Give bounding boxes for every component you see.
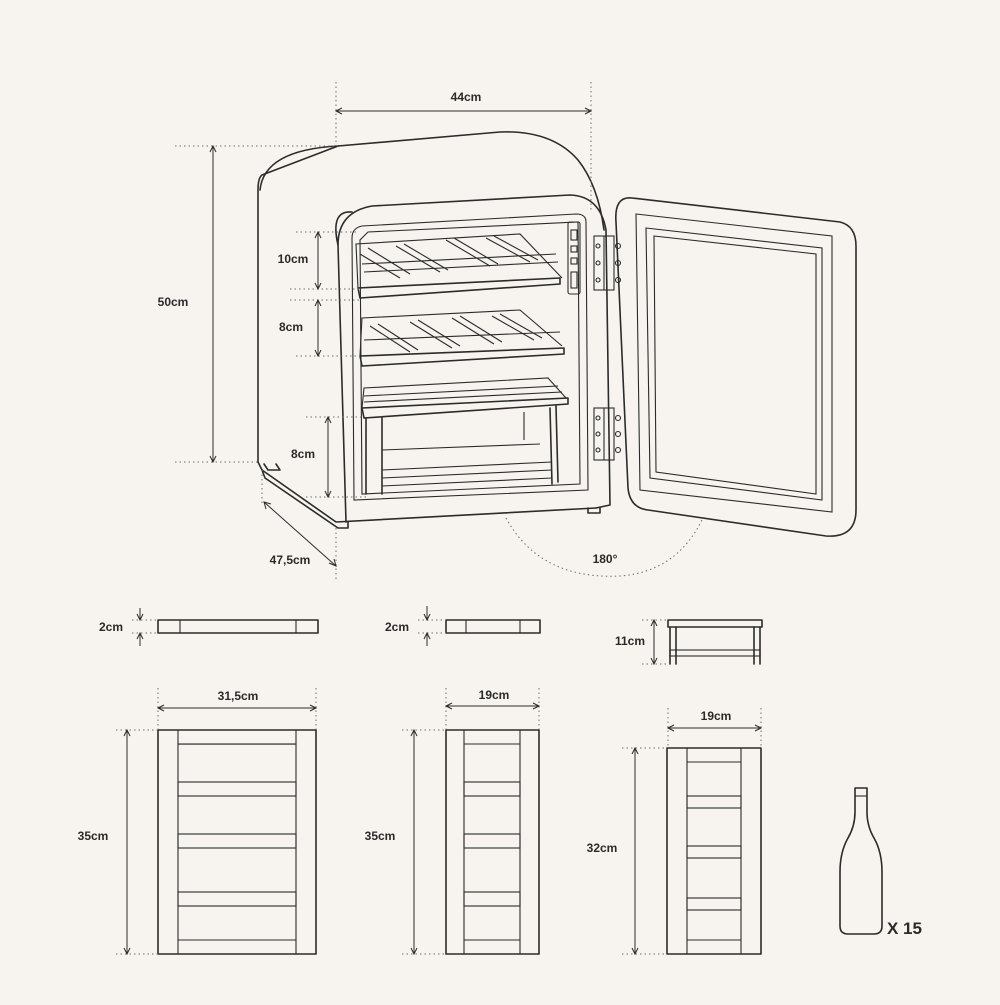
bottle-capacity: X 15 bbox=[840, 788, 922, 938]
width-label: 44cm bbox=[451, 90, 482, 104]
shelf-1-thickness-label: 2cm bbox=[99, 620, 123, 634]
shelf-lower bbox=[362, 378, 568, 418]
shelf-detail-2: 2cm 19cm 35cm bbox=[365, 606, 540, 954]
shelf-gap-top-label: 10cm bbox=[278, 252, 309, 266]
height-label: 50cm bbox=[158, 295, 189, 309]
shelf-3-length-label: 32cm bbox=[587, 841, 618, 855]
door-angle-label: 180° bbox=[593, 552, 618, 566]
door bbox=[616, 198, 856, 536]
width-dimension: 44cm bbox=[336, 82, 591, 210]
shelf-1-width-label: 31,5cm bbox=[218, 689, 259, 703]
wine-bottle-icon bbox=[840, 788, 882, 934]
cabinet bbox=[258, 132, 621, 528]
shelf-3-height-label: 11cm bbox=[615, 634, 645, 648]
shelf-1-length-label: 35cm bbox=[78, 829, 109, 843]
shelf-detail-3: 11cm 19cm 32cm bbox=[587, 620, 762, 954]
capacity-label: X 15 bbox=[887, 919, 922, 938]
depth-label: 47,5cm bbox=[270, 553, 311, 567]
depth-dimension: 47,5cm bbox=[262, 470, 336, 580]
shelf-2-thickness-label: 2cm bbox=[385, 620, 409, 634]
shelf-2-width-label: 19cm bbox=[479, 688, 510, 702]
hinge-bottom bbox=[594, 408, 621, 460]
shelf-detail-1: 2cm 31,5cm 35cm bbox=[78, 608, 318, 954]
shelf-gap-middle-label: 8cm bbox=[279, 320, 303, 334]
shelf-2-length-label: 35cm bbox=[365, 829, 396, 843]
shelf-bottom-drawer bbox=[366, 406, 558, 494]
shelf-middle bbox=[360, 310, 564, 366]
shelf-gap-bottom-label: 8cm bbox=[291, 447, 315, 461]
height-dimension: 50cm bbox=[158, 146, 338, 462]
shelf-top bbox=[356, 234, 562, 298]
shelf-3-width-label: 19cm bbox=[701, 709, 732, 723]
door-swing-arc bbox=[506, 518, 702, 576]
